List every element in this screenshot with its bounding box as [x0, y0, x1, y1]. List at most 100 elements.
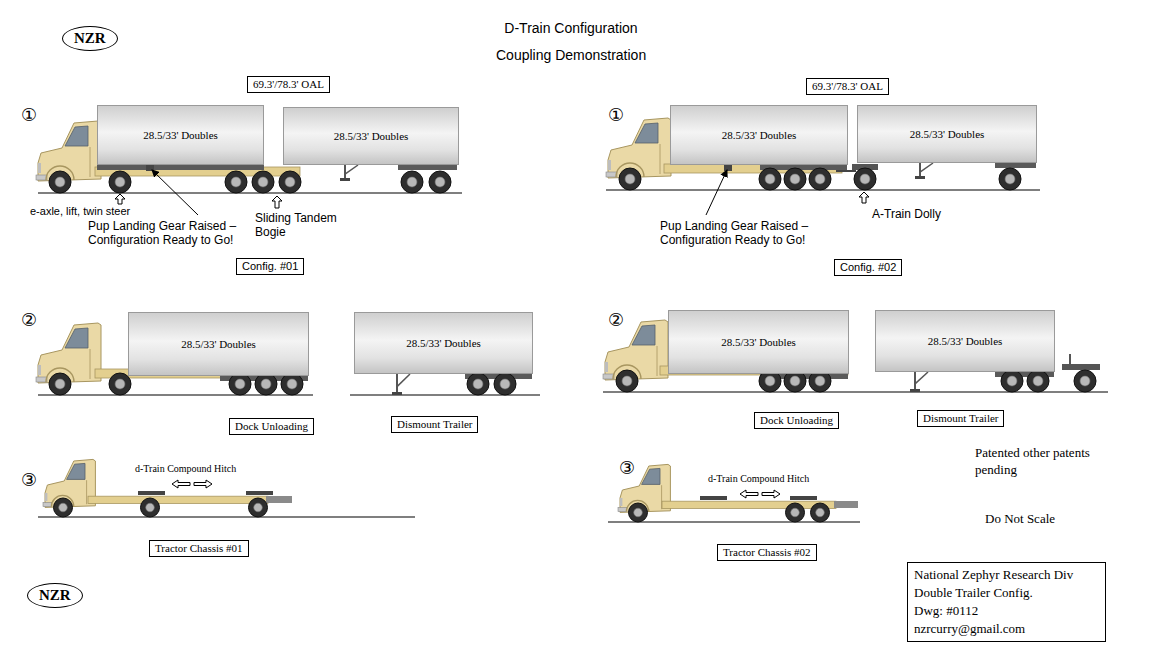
cab-window [635, 123, 658, 143]
ground-line [603, 391, 1108, 392]
wheel-hub [231, 177, 241, 187]
logo-ellipse: NZR [27, 583, 83, 608]
wheel [629, 503, 648, 522]
wheel [229, 373, 251, 395]
wheel [809, 168, 831, 190]
cab-grille [45, 493, 47, 501]
wheel [999, 168, 1021, 190]
node-text: 28.5/33' Doubles [181, 338, 256, 351]
wheel-hub [815, 376, 825, 386]
part-label: e-axle, lift, twin steer [30, 205, 130, 218]
wheel-hub [860, 174, 870, 184]
wheel-hub [55, 379, 65, 389]
ground-line [38, 192, 462, 193]
landing-gear-leg [396, 374, 398, 392]
config-box: Config. #02 [834, 259, 902, 276]
trailer-rail [995, 163, 1036, 168]
trailer-box: 28.5/33' Doubles [283, 107, 459, 165]
landing-gear-leg [344, 165, 346, 178]
landing-gear-leg [919, 163, 921, 176]
wheel-hub [816, 508, 825, 517]
caption-box: Tractor Chassis #02 [717, 544, 817, 561]
callout-number: ③ [21, 470, 37, 490]
callout-number: ② [21, 310, 37, 330]
landing-gear-foot [910, 389, 920, 392]
wheel [784, 168, 806, 190]
leader-line [706, 170, 727, 215]
trailer-box: 28.5/33' Doubles [354, 312, 533, 374]
trailer-box: 28.5/33' Doubles [670, 105, 848, 165]
wheel-hub [287, 379, 297, 389]
wheel-hub [790, 376, 800, 386]
trailer-box: 28.5/33' Doubles [128, 312, 309, 376]
wheel [54, 498, 73, 517]
wheel [467, 373, 489, 395]
wheel [616, 370, 638, 392]
landing-gear-brace [915, 372, 928, 384]
dimension-box: 69.3'/78.3' OAL [247, 76, 330, 93]
leader-line [152, 170, 198, 215]
cab-bumper [618, 508, 627, 512]
node-text: Double Trailer Config. [914, 584, 1099, 602]
ground-line [38, 394, 313, 395]
node-text: Config. #01 [242, 260, 298, 273]
wheel-hub [115, 177, 125, 187]
landing-gear-foot [340, 178, 350, 181]
cab-window [632, 325, 655, 345]
wheel-hub [258, 177, 268, 187]
wheel-hub [285, 177, 295, 187]
landing-gear-brace [345, 165, 358, 174]
wheel [1027, 370, 1049, 392]
wheel [281, 373, 303, 395]
node-text: Tractor Chassis #02 [723, 546, 811, 559]
wheel-hub [407, 177, 417, 187]
cab-window [65, 126, 88, 146]
part-label: A-Train Dolly [872, 207, 941, 221]
wheel [759, 168, 781, 190]
wheel-hub [500, 379, 510, 389]
wheel-hub [815, 174, 825, 184]
node-text: 28.5/33' Doubles [334, 130, 409, 143]
node-text: Dismount Trailer [397, 418, 472, 431]
node-text: National Zephyr Research Div [914, 566, 1099, 584]
wheel-hub [622, 376, 632, 386]
landing-gear-foot [915, 176, 925, 179]
caption-box: Dock Unloading [754, 412, 839, 429]
cab-window [65, 328, 88, 348]
wheel [225, 171, 247, 193]
trailer-rail [97, 165, 264, 170]
wheel [141, 498, 160, 517]
cab-door-line [657, 346, 658, 376]
wheel [811, 503, 830, 522]
wheel-hub [473, 379, 483, 389]
landing-gear-brace [397, 374, 410, 387]
wheel-hub [790, 174, 800, 184]
caption-box: Tractor Chassis #01 [149, 540, 249, 557]
part-label: Sliding Tandem Bogie [255, 211, 351, 239]
wheel [249, 498, 268, 517]
cab-window [642, 468, 660, 484]
pup-landing-gear [724, 165, 732, 171]
wheel-hub [1033, 376, 1043, 386]
wheel [854, 168, 876, 190]
wheel-hub [765, 376, 775, 386]
wheel-hub [59, 503, 68, 512]
illustration [36, 118, 1108, 522]
node-text: Dock Unloading [760, 414, 833, 427]
node-text: 28.5/33' Doubles [722, 129, 797, 142]
node-text: 28.5/33' Doubles [143, 129, 218, 142]
chassis-frame [88, 496, 268, 503]
cab-grille [38, 163, 41, 173]
dolly-drawbar [836, 170, 856, 172]
ground-line [350, 394, 540, 395]
cab-grille [608, 160, 611, 170]
cab-grille [605, 362, 608, 372]
dimension-box: 69.3'/78.3' OAL [806, 78, 889, 95]
wheel [255, 373, 277, 395]
trailer-box: 28.5/33' Doubles [875, 310, 1055, 372]
wheel-hub [634, 508, 643, 517]
wheel [494, 373, 516, 395]
wheel-hub [1007, 376, 1017, 386]
fifth-wheel-plate [246, 491, 273, 495]
